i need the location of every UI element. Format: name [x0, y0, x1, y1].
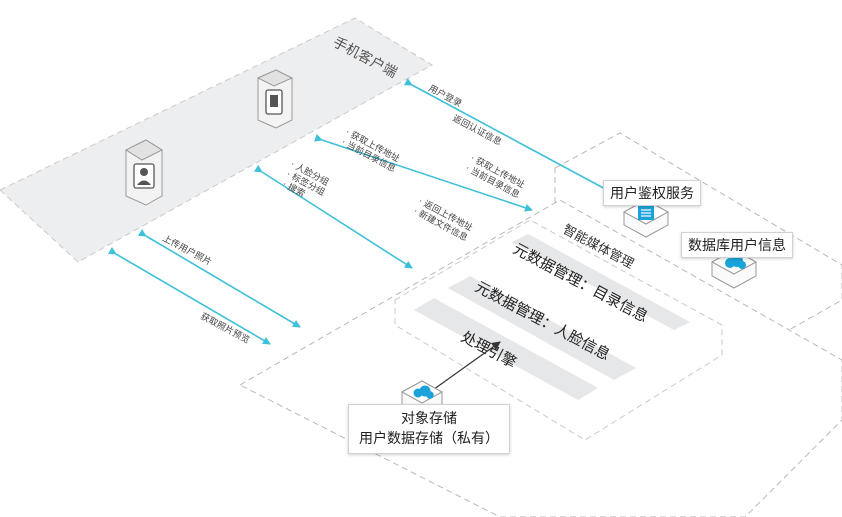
arrow-thumbnail	[107, 247, 271, 345]
storage-line1: 对象存储	[401, 411, 457, 427]
band-engine	[414, 298, 598, 400]
arrow-upload-dir	[314, 133, 533, 212]
object-storage-label: 对象存储 用户数据存储（私有）	[348, 404, 510, 454]
band-meta-dir	[512, 234, 690, 330]
client-panel	[0, 17, 433, 263]
band-meta-face	[448, 276, 636, 380]
arrow-upload-photo	[137, 228, 301, 328]
user-profile-device-icon	[124, 139, 164, 206]
arrow-search-groups	[253, 164, 413, 269]
auth-service-label: 用户鉴权服务	[603, 180, 701, 206]
db-user-info-label: 数据库用户信息	[681, 232, 793, 258]
phone-device-icon	[256, 69, 294, 129]
storage-to-engine-arrow	[429, 341, 501, 393]
storage-line2: 用户数据存储（私有）	[359, 431, 499, 447]
